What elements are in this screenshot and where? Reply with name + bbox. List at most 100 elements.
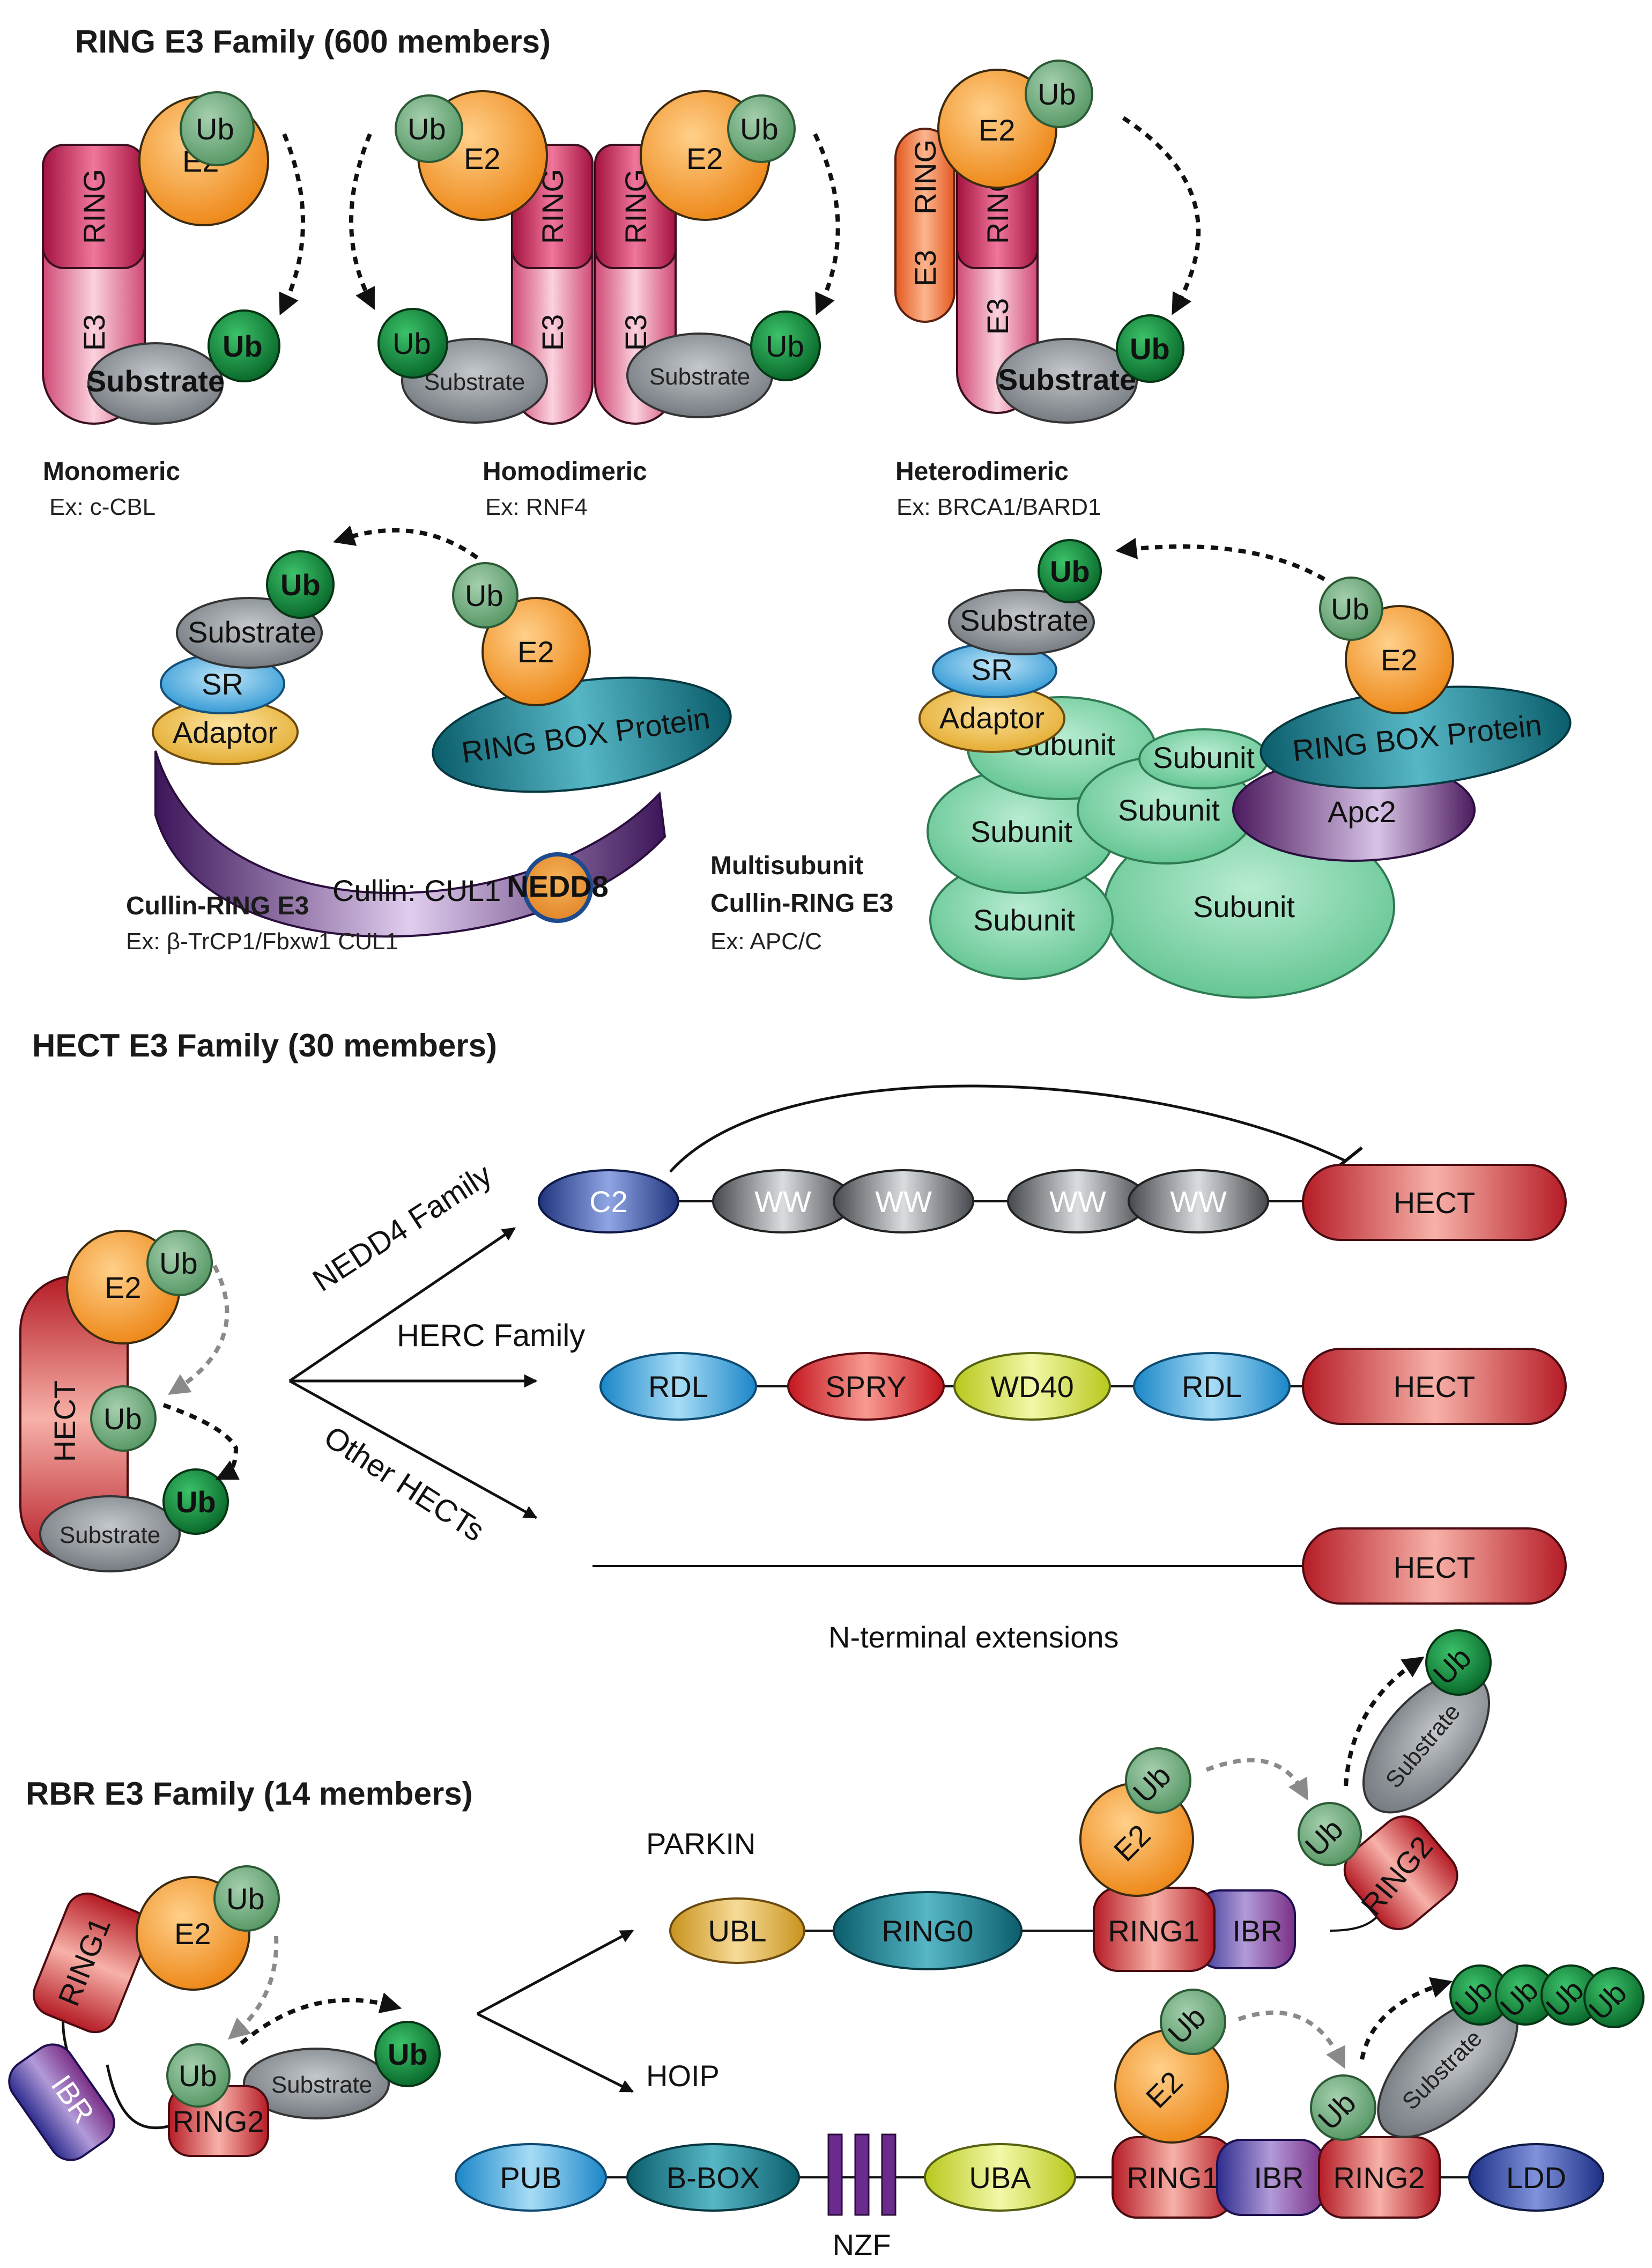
ub-label: Ub <box>740 112 779 146</box>
nedd8-label: NEDD8 <box>507 869 609 903</box>
ww-label: WW <box>875 1185 932 1218</box>
pub-domain <box>455 2143 607 2212</box>
substrate <box>243 2048 390 2119</box>
hect-label: HECT <box>48 1380 82 1462</box>
ubiquitin-faded <box>180 91 255 166</box>
ub-label: Ub <box>159 1246 198 1280</box>
transfer-arrow <box>279 133 305 316</box>
ub-label: Ub <box>465 579 503 612</box>
ring1-label: RING1 <box>1127 2161 1218 2195</box>
transfer-arrow <box>1122 116 1201 315</box>
e3-label: E3 <box>981 298 1014 335</box>
substrate-label: Substrate <box>60 1522 160 1548</box>
subunit-label: Subunit <box>973 903 1075 937</box>
ring-section-title: RING E3 Family (600 members) <box>75 24 551 60</box>
ubiquitin-faded <box>395 94 463 163</box>
transfer-arrow-gray <box>1238 2010 1345 2069</box>
bbox-domain <box>626 2143 800 2212</box>
substrate <box>39 1495 181 1572</box>
adaptor-label: Adaptor <box>173 715 278 749</box>
rdl-label: RDL <box>648 1370 708 1403</box>
rdl-label: RDL <box>1182 1370 1242 1403</box>
ubiquitin-faded <box>1125 1747 1191 1814</box>
multisubunit-label-line2: Cullin-RING E3 <box>710 889 893 918</box>
e2-label: E2 <box>979 113 1016 147</box>
ub-label: Ub <box>223 329 263 363</box>
ubiquitin-faded <box>146 1230 213 1296</box>
nzf-finger <box>881 2133 897 2216</box>
wd40-label: WD40 <box>990 1370 1074 1403</box>
ring2-domain <box>1343 1815 1458 1930</box>
ub-label: Ub <box>179 2059 217 2093</box>
ub-label: Ub <box>766 329 804 363</box>
e2-label: E2 <box>464 142 501 175</box>
nedd4-domain-row: C2 WW WW WW WW HECT <box>538 1084 1567 1241</box>
cullin-ring-label: Cullin-RING E3 <box>126 892 309 920</box>
monomeric-label: Monomeric <box>43 457 180 486</box>
spry-domain <box>787 1352 945 1421</box>
ubiquitin <box>377 308 448 379</box>
hect-domain <box>1302 1348 1567 1425</box>
ubl-label: UBL <box>708 1914 767 1948</box>
sr-label: SR <box>971 653 1013 686</box>
ubiquitin <box>1038 539 1102 603</box>
rdl-domain <box>599 1352 757 1421</box>
ldd-domain <box>1468 2143 1604 2212</box>
substrate <box>87 342 224 425</box>
ub-label: Ub <box>103 1402 142 1436</box>
spry-label: SPRY <box>825 1370 906 1403</box>
e3-label: E3 <box>908 250 942 287</box>
ubiquitin <box>162 1468 229 1535</box>
ub-label: Ub <box>392 327 431 360</box>
hect-label: HECT <box>1394 1370 1475 1403</box>
ubiquitin-thioester <box>166 2043 231 2108</box>
substrate <box>948 589 1095 655</box>
ubiquitin <box>1425 1629 1492 1696</box>
ubiquitin <box>266 550 335 619</box>
ring0-label: RING0 <box>881 1914 973 1948</box>
uba-domain <box>924 2143 1076 2212</box>
hect-domain <box>1302 1164 1567 1241</box>
rbr-section-title: RBR E3 Family (14 members) <box>26 1776 473 1812</box>
ubiquitin-faded <box>727 94 796 163</box>
ibr-label: IBR <box>1232 1914 1282 1948</box>
ub-label: Ub <box>1331 592 1369 626</box>
ww-domain <box>1128 1169 1269 1233</box>
branch-arrow-nedd4 <box>288 1227 516 1383</box>
substrate-label: Substrate <box>998 363 1136 396</box>
e3-label: E3 <box>619 314 653 351</box>
c2-label: C2 <box>589 1185 628 1218</box>
ring2-label: RING2 <box>1333 2161 1425 2195</box>
ub-label: Ub <box>1050 555 1090 588</box>
e2-label: E2 <box>105 1270 142 1304</box>
ww-label: WW <box>1170 1185 1227 1218</box>
substrate <box>996 338 1138 424</box>
homodimeric-example: Ex: RNF4 <box>485 494 588 520</box>
n-terminal-extensions-caption: N-terminal extensions <box>828 1620 1119 1654</box>
hect-label: HECT <box>1394 1550 1475 1584</box>
ring2-label: RING2 <box>172 2104 264 2138</box>
transfer-arrow <box>332 525 479 560</box>
branch-arrow-hoip <box>476 2012 634 2093</box>
hect-e3-complex: HECT E2 Ub Ub Substrate Ub <box>19 1230 240 1572</box>
parkin-label: PARKIN <box>646 1827 755 1860</box>
hect-label: HECT <box>1394 1186 1475 1220</box>
apc2-label: Apc2 <box>1328 795 1396 829</box>
transfer-arrow <box>162 1403 240 1480</box>
ubiquitin-thioester <box>1310 2074 1376 2141</box>
substrate-label: Substrate <box>271 2072 372 2098</box>
autoinhibition-arc <box>669 1084 1347 1173</box>
e2-label: E2 <box>174 1917 211 1951</box>
ubiquitin-faded <box>1319 577 1383 641</box>
herc-domain-row: RDL SPRY WD40 RDL HECT <box>599 1348 1567 1425</box>
ring2-domain <box>1318 2136 1441 2219</box>
e3-label: E3 <box>536 314 569 351</box>
ldd-label: LDD <box>1506 2161 1566 2195</box>
homodimeric-e3: RING E3 RING E3 E2 Ub E2 Ub Substrate Ub… <box>349 90 840 425</box>
multisubunit-cullin-ring-e3: Subunit Subunit Subunit Subunit Subunit … <box>918 537 1572 999</box>
ubiquitin-faded <box>452 562 518 629</box>
monomeric-example: Ex: c-CBL <box>49 494 155 520</box>
ww-domain <box>833 1169 974 1233</box>
transfer-arrow <box>1360 1977 1453 2060</box>
